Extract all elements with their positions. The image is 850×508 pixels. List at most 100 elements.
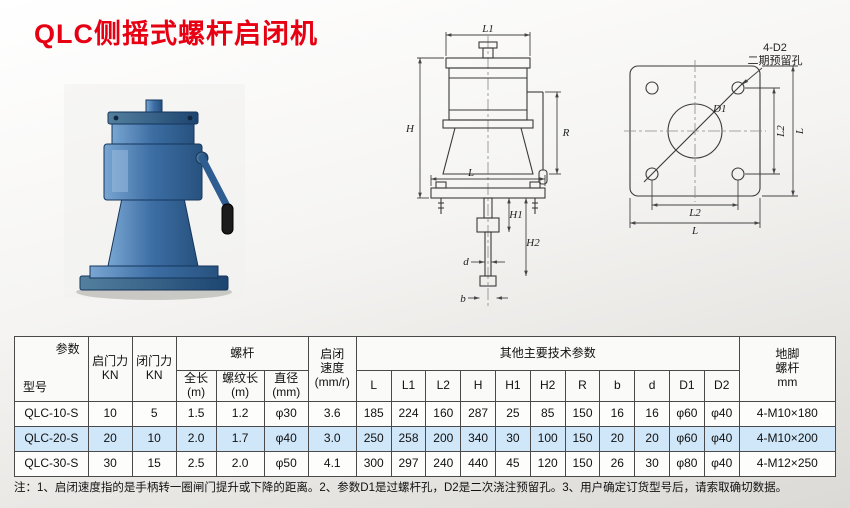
table-row: QLC-20-S 20 10 2.0 1.7 φ40 3.0 250 258 2… xyxy=(14,425,837,452)
header-sub-D1: D1 xyxy=(668,370,705,402)
value-cell: 150 xyxy=(564,450,601,477)
hoist-base-step xyxy=(89,265,219,279)
header-sub-b: b xyxy=(599,370,636,402)
value-cell: 45 xyxy=(495,450,531,477)
value-cell: 20 xyxy=(634,425,670,452)
header-other-group: 其他主要技术参数 xyxy=(355,336,740,371)
hoist-cap xyxy=(145,99,163,113)
value-cell: 10 xyxy=(131,425,177,452)
header-sub-H2: H2 xyxy=(529,370,566,402)
front-view-outline xyxy=(430,41,548,287)
label-bolt-holes: 4-D2 xyxy=(763,42,787,54)
header-screw-total-label: 全长 xyxy=(184,371,209,385)
header-sub-H1: H1 xyxy=(495,370,531,402)
header-speed: 启闭 速度 (mm/r) xyxy=(307,336,357,402)
value-cell: 3.0 xyxy=(307,425,357,452)
header-open-force-label: 启门力 xyxy=(92,354,129,368)
value-cell: 2.0 xyxy=(175,425,217,452)
value-cell: 3.6 xyxy=(307,400,357,427)
header-close-force: 闭门力 KN xyxy=(131,336,177,402)
header-screw-thread-label: 螺纹长 xyxy=(222,371,259,385)
crank-arm xyxy=(198,154,231,210)
header-speed-line2: 速度 xyxy=(320,360,345,375)
dim-label-l2-right: L2 xyxy=(775,125,787,138)
header-sub-L2: L2 xyxy=(425,370,462,402)
value-cell: 16 xyxy=(634,400,670,427)
value-cell: 2.5 xyxy=(175,450,217,477)
value-cell: 160 xyxy=(425,400,462,427)
value-cell: 25 xyxy=(495,400,531,427)
header-anchor-line2: 螺杆 xyxy=(775,360,800,375)
header-sub-D2: D2 xyxy=(703,370,740,402)
value-cell: 85 xyxy=(529,400,566,427)
value-cell: φ40 xyxy=(703,425,740,452)
table-row: QLC-10-S 10 5 1.5 1.2 φ30 3.6 185 224 16… xyxy=(14,400,837,427)
model-cell: QLC-10-S xyxy=(14,400,89,427)
model-cell: QLC-20-S xyxy=(14,425,89,452)
top-view-dimensions: 4-D2 二期预留孔 D1 L2 L L2 L xyxy=(629,42,806,237)
value-cell: 150 xyxy=(564,400,601,427)
value-cell: 30 xyxy=(634,450,670,477)
value-cell: 4.1 xyxy=(307,450,357,477)
dim-label-r: R xyxy=(562,127,570,139)
dim-label-h: H xyxy=(405,123,415,135)
dim-label-l1: L1 xyxy=(481,23,494,35)
value-cell: 1.5 xyxy=(175,400,217,427)
header-screw-total-unit: (m) xyxy=(187,384,206,399)
header-screw-dia-unit: (mm) xyxy=(272,384,301,399)
table-row: QLC-30-S 30 15 2.5 2.0 φ50 4.1 300 297 2… xyxy=(14,450,837,477)
value-cell: 4-M10×180 xyxy=(738,400,837,427)
value-cell: 4-M12×250 xyxy=(738,450,837,477)
value-cell: 4-M10×200 xyxy=(738,425,837,452)
hoist-machine xyxy=(79,99,234,291)
dim-label-b: b xyxy=(460,293,466,305)
header-sub-R: R xyxy=(564,370,601,402)
value-cell: 1.2 xyxy=(215,400,265,427)
value-cell: φ60 xyxy=(668,425,705,452)
value-cell: 120 xyxy=(529,450,566,477)
header-open-force: 启门力 KN xyxy=(87,336,133,402)
header-screw-total: 全长 (m) xyxy=(175,370,217,402)
header-sub-H: H xyxy=(460,370,496,402)
header-anchor: 地脚 螺杆 mm xyxy=(738,336,837,402)
dim-label-h2: H2 xyxy=(525,237,540,249)
value-cell: 20 xyxy=(87,425,133,452)
dim-label-l: L xyxy=(467,167,474,179)
corner-label-param: 参数 xyxy=(55,342,80,356)
value-cell: 100 xyxy=(529,425,566,452)
value-cell: 185 xyxy=(355,400,392,427)
value-cell: 1.7 xyxy=(215,425,265,452)
value-cell: 5 xyxy=(131,400,177,427)
header-screw-thread: 螺纹长 (m) xyxy=(215,370,265,402)
value-cell: 2.0 xyxy=(215,450,265,477)
value-cell: 30 xyxy=(495,425,531,452)
header-anchor-unit: mm xyxy=(777,374,798,389)
value-cell: 300 xyxy=(355,450,392,477)
value-cell: φ50 xyxy=(263,450,309,477)
page-title: QLC侧摇式螺杆启闭机 xyxy=(34,19,318,49)
header-speed-line1: 启闭 xyxy=(320,347,345,362)
front-view-dimensions: L1 H L R d H1 H2 b xyxy=(405,23,570,305)
header-open-force-unit: KN xyxy=(101,367,119,382)
header-screw-thread-unit: (m) xyxy=(231,384,250,399)
crank-grip xyxy=(221,203,234,235)
header-screw-dia-label: 直径 xyxy=(274,371,299,385)
dim-label-h1: H1 xyxy=(508,209,522,221)
value-cell: 297 xyxy=(390,450,427,477)
value-cell: φ40 xyxy=(703,400,740,427)
value-cell: 150 xyxy=(564,425,601,452)
value-cell: 10 xyxy=(87,400,133,427)
hoist-pedestal xyxy=(107,197,199,267)
value-cell: 240 xyxy=(425,450,462,477)
header-screw-group: 螺杆 xyxy=(175,336,309,371)
value-cell: 250 xyxy=(355,425,392,452)
header-sub-d: d xyxy=(634,370,670,402)
model-cell: QLC-30-S xyxy=(14,450,89,477)
front-view-drawing: L1 H L R d H1 H2 b xyxy=(405,23,570,308)
value-cell: φ40 xyxy=(263,425,309,452)
value-cell: φ80 xyxy=(668,450,705,477)
value-cell: 16 xyxy=(599,400,636,427)
value-cell: φ30 xyxy=(263,400,309,427)
header-sub-L1: L1 xyxy=(390,370,427,402)
